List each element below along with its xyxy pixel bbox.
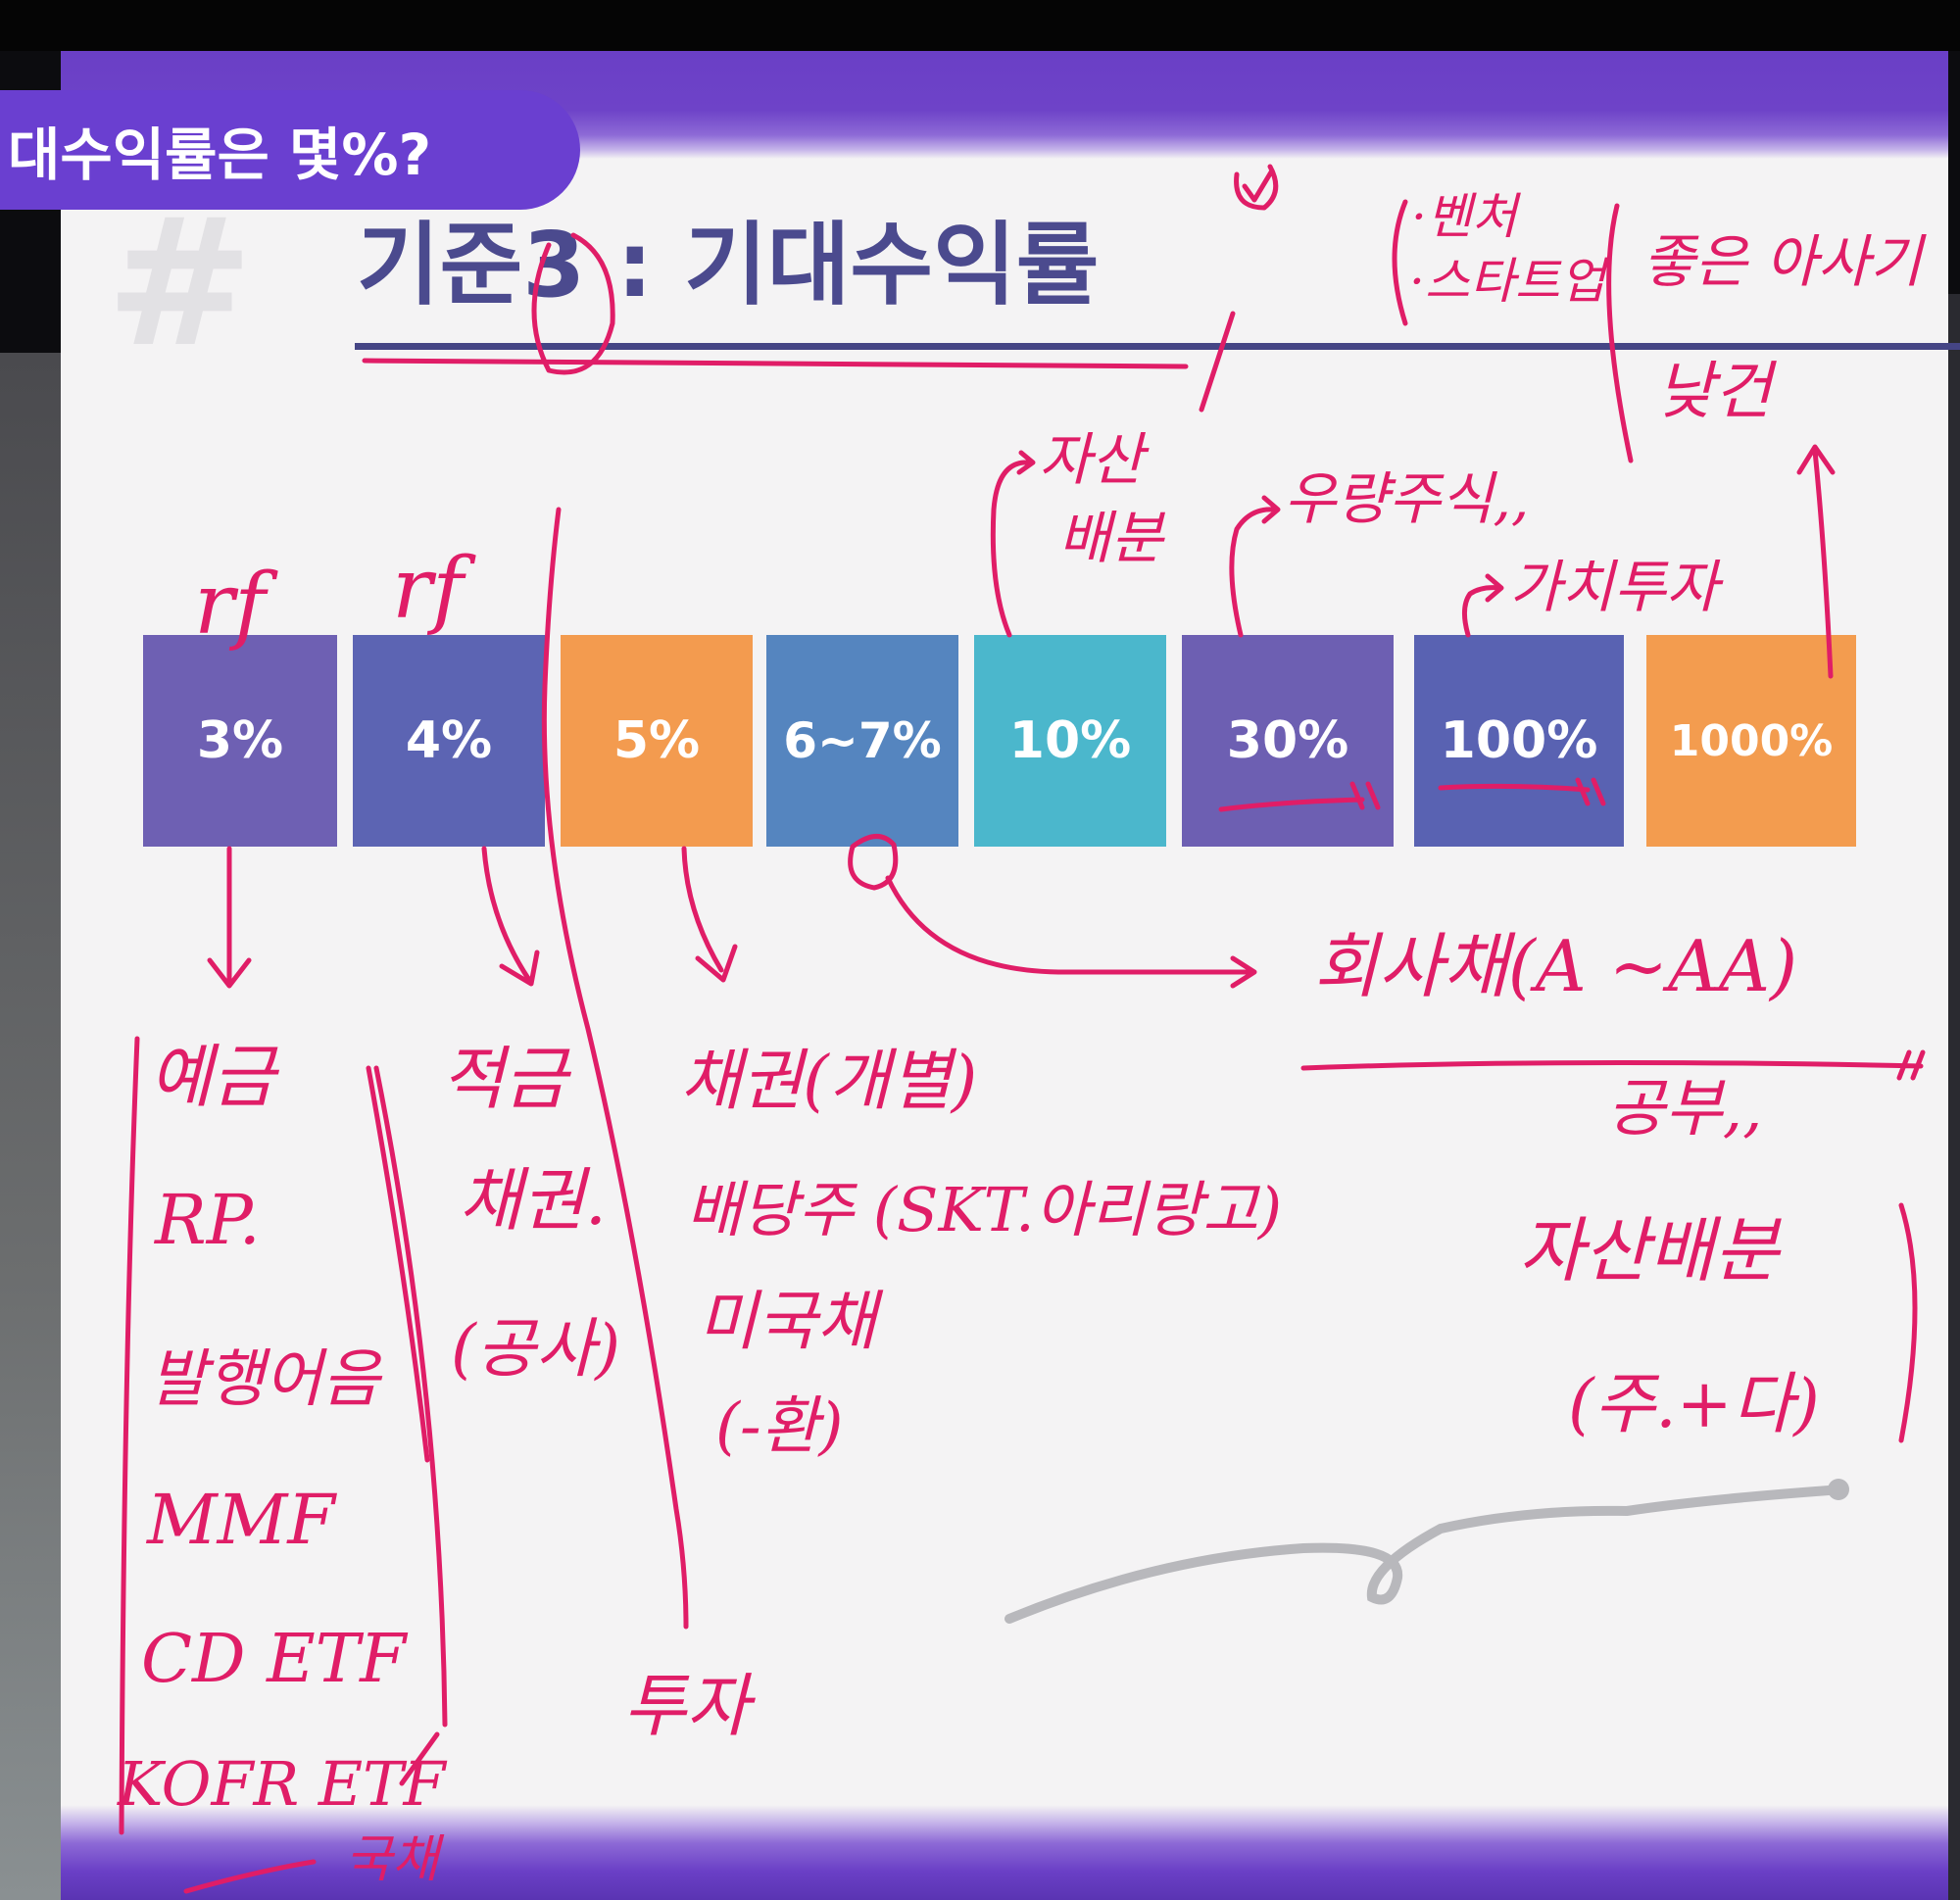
rate-box-3: 3% bbox=[143, 635, 337, 847]
rate-label-30: 30% bbox=[1226, 711, 1349, 770]
overlay-title: 대수익률은 몇%? bbox=[8, 122, 432, 188]
col1-item-4: MMF bbox=[147, 1480, 335, 1560]
col3-item-4: (-환) bbox=[715, 1390, 844, 1463]
value-note: 가치투자 bbox=[1509, 554, 1719, 620]
col1-item-1: 예금 bbox=[149, 1037, 275, 1117]
corp-bond-note: 회사채(A ~AA) bbox=[1313, 925, 1798, 1007]
heading-underline bbox=[355, 343, 1960, 350]
col2-item-1: 적금 bbox=[441, 1039, 567, 1119]
rate-box-6-7: 6~7% bbox=[766, 635, 958, 847]
rate-box-10: 10% bbox=[974, 635, 1166, 847]
rate-label-100: 100% bbox=[1440, 711, 1598, 770]
asset-alloc-note: 자산배분 bbox=[1519, 1209, 1779, 1291]
rate-box-100: 100% bbox=[1414, 635, 1624, 847]
col3-item-1: 채권(개별) bbox=[680, 1043, 978, 1120]
rate-label-4: 4% bbox=[405, 711, 493, 770]
video-top-bar bbox=[0, 0, 1960, 51]
rate-box-5: 5% bbox=[561, 635, 753, 847]
rate-label-1000: 1000% bbox=[1669, 715, 1834, 766]
overlay-title-chip: 대수익률은 몇%? bbox=[0, 90, 580, 210]
rf-label-1: rf bbox=[194, 556, 266, 654]
col3-item-3: 미국채 bbox=[698, 1284, 877, 1359]
col2-item-3: (공사) bbox=[451, 1311, 620, 1387]
rate-label-10: 10% bbox=[1008, 711, 1132, 770]
venture-note-1: ·벤처 bbox=[1411, 188, 1517, 245]
bluechip-note: 우량주식,, bbox=[1284, 465, 1530, 532]
frame-edge bbox=[1946, 294, 1960, 1900]
col2-item-2: 채권. bbox=[459, 1160, 608, 1241]
col3-item-2: 배당주 (SKT.아리랑고) bbox=[686, 1174, 1283, 1245]
rf-label-2: rf bbox=[392, 540, 464, 638]
col1-item-6: KOFR ETF bbox=[118, 1748, 446, 1820]
venture-note-2: ·스타트업 bbox=[1409, 253, 1605, 310]
slide-heading: 기준3 : 기대수익률 bbox=[357, 213, 1100, 317]
rate-box-1000: 1000% bbox=[1646, 635, 1856, 847]
rate-label-5: 5% bbox=[612, 711, 701, 770]
study-note: 공부,, bbox=[1607, 1073, 1763, 1145]
hash-watermark: # bbox=[106, 181, 254, 386]
col1-item-3: 발행어음 bbox=[149, 1343, 380, 1416]
col1-footnote: 국채 bbox=[345, 1830, 439, 1889]
rate-box-4: 4% bbox=[353, 635, 545, 847]
rate-label-3: 3% bbox=[196, 711, 284, 770]
asset-note-1: 자산 bbox=[1039, 426, 1144, 493]
invest-note: 투자 bbox=[623, 1666, 750, 1746]
good-note-2: 낮건 bbox=[1656, 356, 1772, 428]
good-note-1: 좋은 아사기 bbox=[1642, 228, 1923, 295]
asset-note-2: 배분 bbox=[1058, 505, 1163, 571]
col1-item-2: RP. bbox=[155, 1180, 261, 1260]
presenter-shoulder bbox=[0, 353, 63, 1900]
slide-bottom-band bbox=[61, 1805, 1948, 1900]
col1-item-5: CD ETF bbox=[141, 1621, 407, 1698]
rate-box-30: 30% bbox=[1182, 635, 1394, 847]
stock-plus-note: (주.+다) bbox=[1568, 1366, 1820, 1443]
rate-label-6-7: 6~7% bbox=[783, 712, 942, 769]
